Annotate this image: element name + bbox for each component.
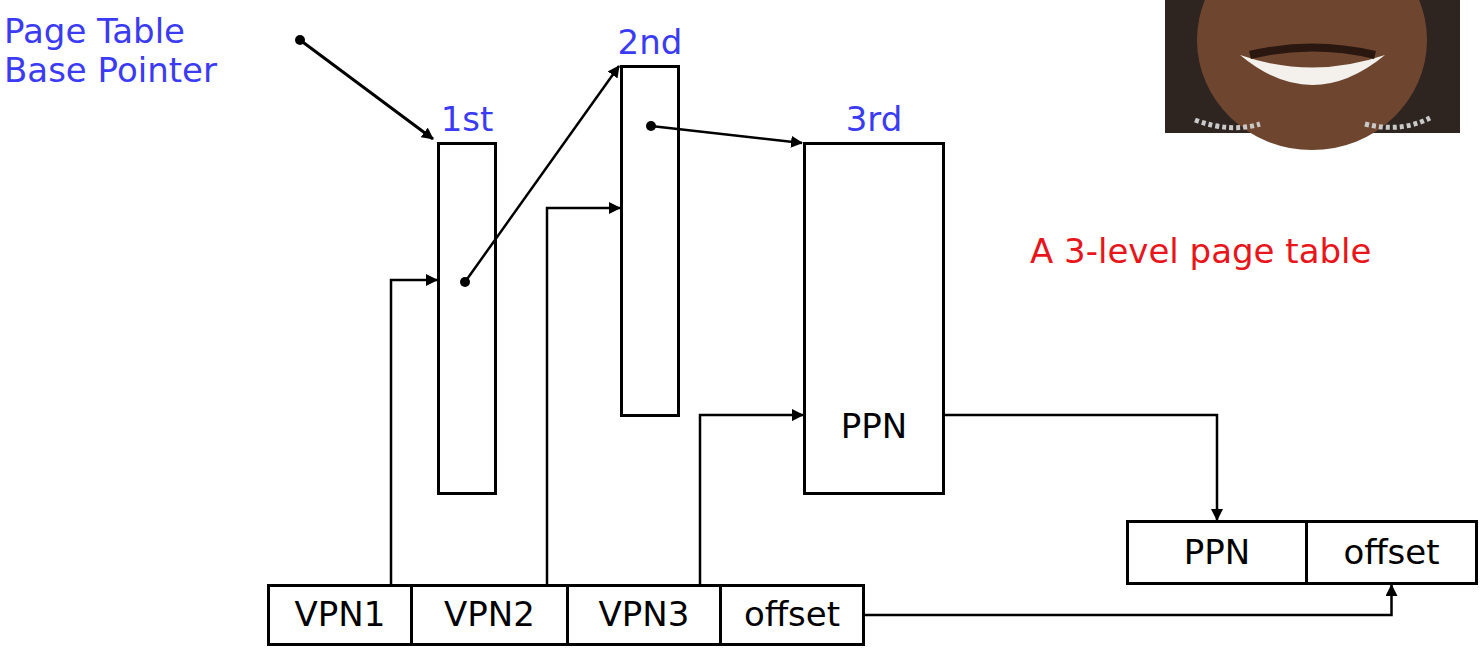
level-heading: 3rd (846, 101, 903, 138)
pointer-dot (460, 277, 470, 287)
level-heading: 2nd (618, 24, 683, 61)
photo-chain (1365, 118, 1430, 127)
physical-address-field: offset (1305, 520, 1478, 585)
pointer-arrow (465, 66, 619, 282)
base-pointer-arrow (300, 40, 433, 139)
diagram-heading: A 3-level page table (1030, 232, 1470, 271)
physical-address-field: PPN (1126, 520, 1308, 585)
pointer-arrow (865, 585, 1392, 615)
field-label: offset (1343, 534, 1439, 571)
page-table-level: 2nd (620, 65, 680, 417)
pointer-arrow (391, 280, 437, 584)
virtual-address-field: VPN2 (410, 584, 569, 646)
pointer-dot (646, 121, 656, 131)
pointer-arrow (700, 415, 803, 584)
pointer-arrow (547, 208, 620, 584)
table-entry: PPN (806, 408, 942, 445)
photo-chain (1195, 120, 1260, 128)
photo-moustache (1250, 48, 1375, 56)
virtual-address-field: VPN1 (267, 584, 413, 646)
photo-smile (1240, 55, 1385, 85)
field-label: VPN1 (295, 596, 386, 633)
pointer-label: Page Table Base Pointer (4, 12, 234, 90)
virtual-address-field: offset (719, 584, 865, 646)
pointer-arrow (651, 126, 802, 143)
portrait-photo (1165, 0, 1460, 150)
field-label: offset (744, 596, 840, 633)
level-heading: 1st (441, 101, 494, 138)
field-label: VPN2 (444, 596, 535, 633)
pointer-arrow (945, 415, 1217, 520)
page-table-level: 1st (437, 142, 497, 495)
page-table-level: 3rdPPN (803, 142, 945, 495)
field-label: PPN (1184, 534, 1250, 571)
virtual-address-field: VPN3 (566, 584, 722, 646)
field-label: VPN3 (599, 596, 690, 633)
